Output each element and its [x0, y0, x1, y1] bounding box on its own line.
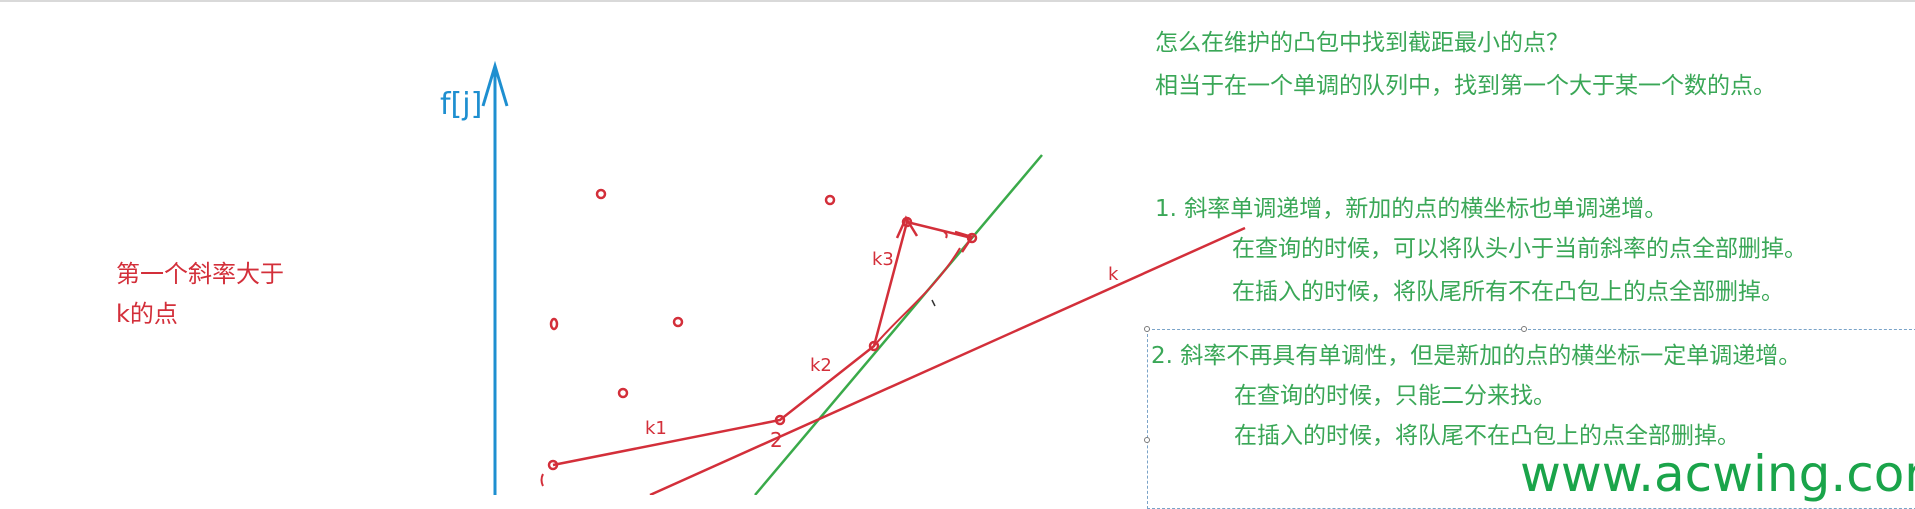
answer-line: 相当于在一个单调的队列中，找到第一个大于某一个数的点。 [1155, 73, 1776, 99]
case1-query-rule: 在查询的时候，可以将队头小于当前斜率的点全部删掉。 [1232, 236, 1807, 262]
small-tick-mark [931, 299, 936, 307]
question-line: 怎么在维护的凸包中找到截距最小的点？ [1155, 30, 1569, 56]
left-note-line-2: k的点 [116, 300, 178, 328]
y-axis-label: f[j] [440, 87, 482, 122]
small-tick-mark [943, 231, 948, 239]
scatter-point [672, 316, 684, 328]
case2-query-rule: 在查询的时候，只能二分来找。 [1234, 383, 1556, 409]
k3-arrowhead [895, 215, 919, 239]
left-note-line-1: 第一个斜率大于 [116, 260, 284, 288]
label-k2: k2 [810, 355, 832, 376]
curve-arrowhead [954, 230, 974, 253]
selection-handle[interactable] [1144, 437, 1150, 443]
label-k3: k3 [872, 249, 894, 270]
top-border [0, 0, 1915, 2]
label-two: 2 [770, 428, 783, 452]
case1-insert-rule: 在插入的时候，将队尾所有不在凸包上的点全部删掉。 [1232, 279, 1784, 305]
scatter-point [617, 387, 629, 399]
slope-line-k [649, 226, 1246, 495]
scatter-point [549, 317, 559, 331]
hull-point [547, 459, 559, 471]
y-axis-arrowhead [481, 60, 509, 107]
case1-title: 1. 斜率单调递增，新加的点的横坐标也单调递增。 [1155, 196, 1668, 222]
convex-hull [552, 220, 973, 467]
case2-title: 2. 斜率不再具有单调性，但是新加的点的横坐标一定单调递增。 [1151, 343, 1802, 369]
label-k: k [1108, 264, 1119, 285]
selection-handle[interactable] [1521, 326, 1527, 332]
scatter-point [595, 188, 607, 200]
hull-point [901, 216, 913, 228]
hull-point [966, 232, 978, 244]
hull-point [868, 340, 880, 352]
green-line [754, 154, 1043, 495]
partial-stroke [540, 473, 544, 487]
case2-insert-rule: 在插入的时候，将队尾不在凸包上的点全部删掉。 [1234, 423, 1740, 449]
selection-handle[interactable] [1144, 326, 1150, 332]
label-k1: k1 [645, 418, 667, 439]
scatter-point [824, 194, 836, 206]
curve-stroke [873, 247, 961, 347]
hull-point [774, 414, 786, 426]
diagram-canvas: f[j] k1 k2 k3 k 2 [440, 60, 1246, 495]
site-watermark: www.acwing.com [1520, 445, 1915, 503]
